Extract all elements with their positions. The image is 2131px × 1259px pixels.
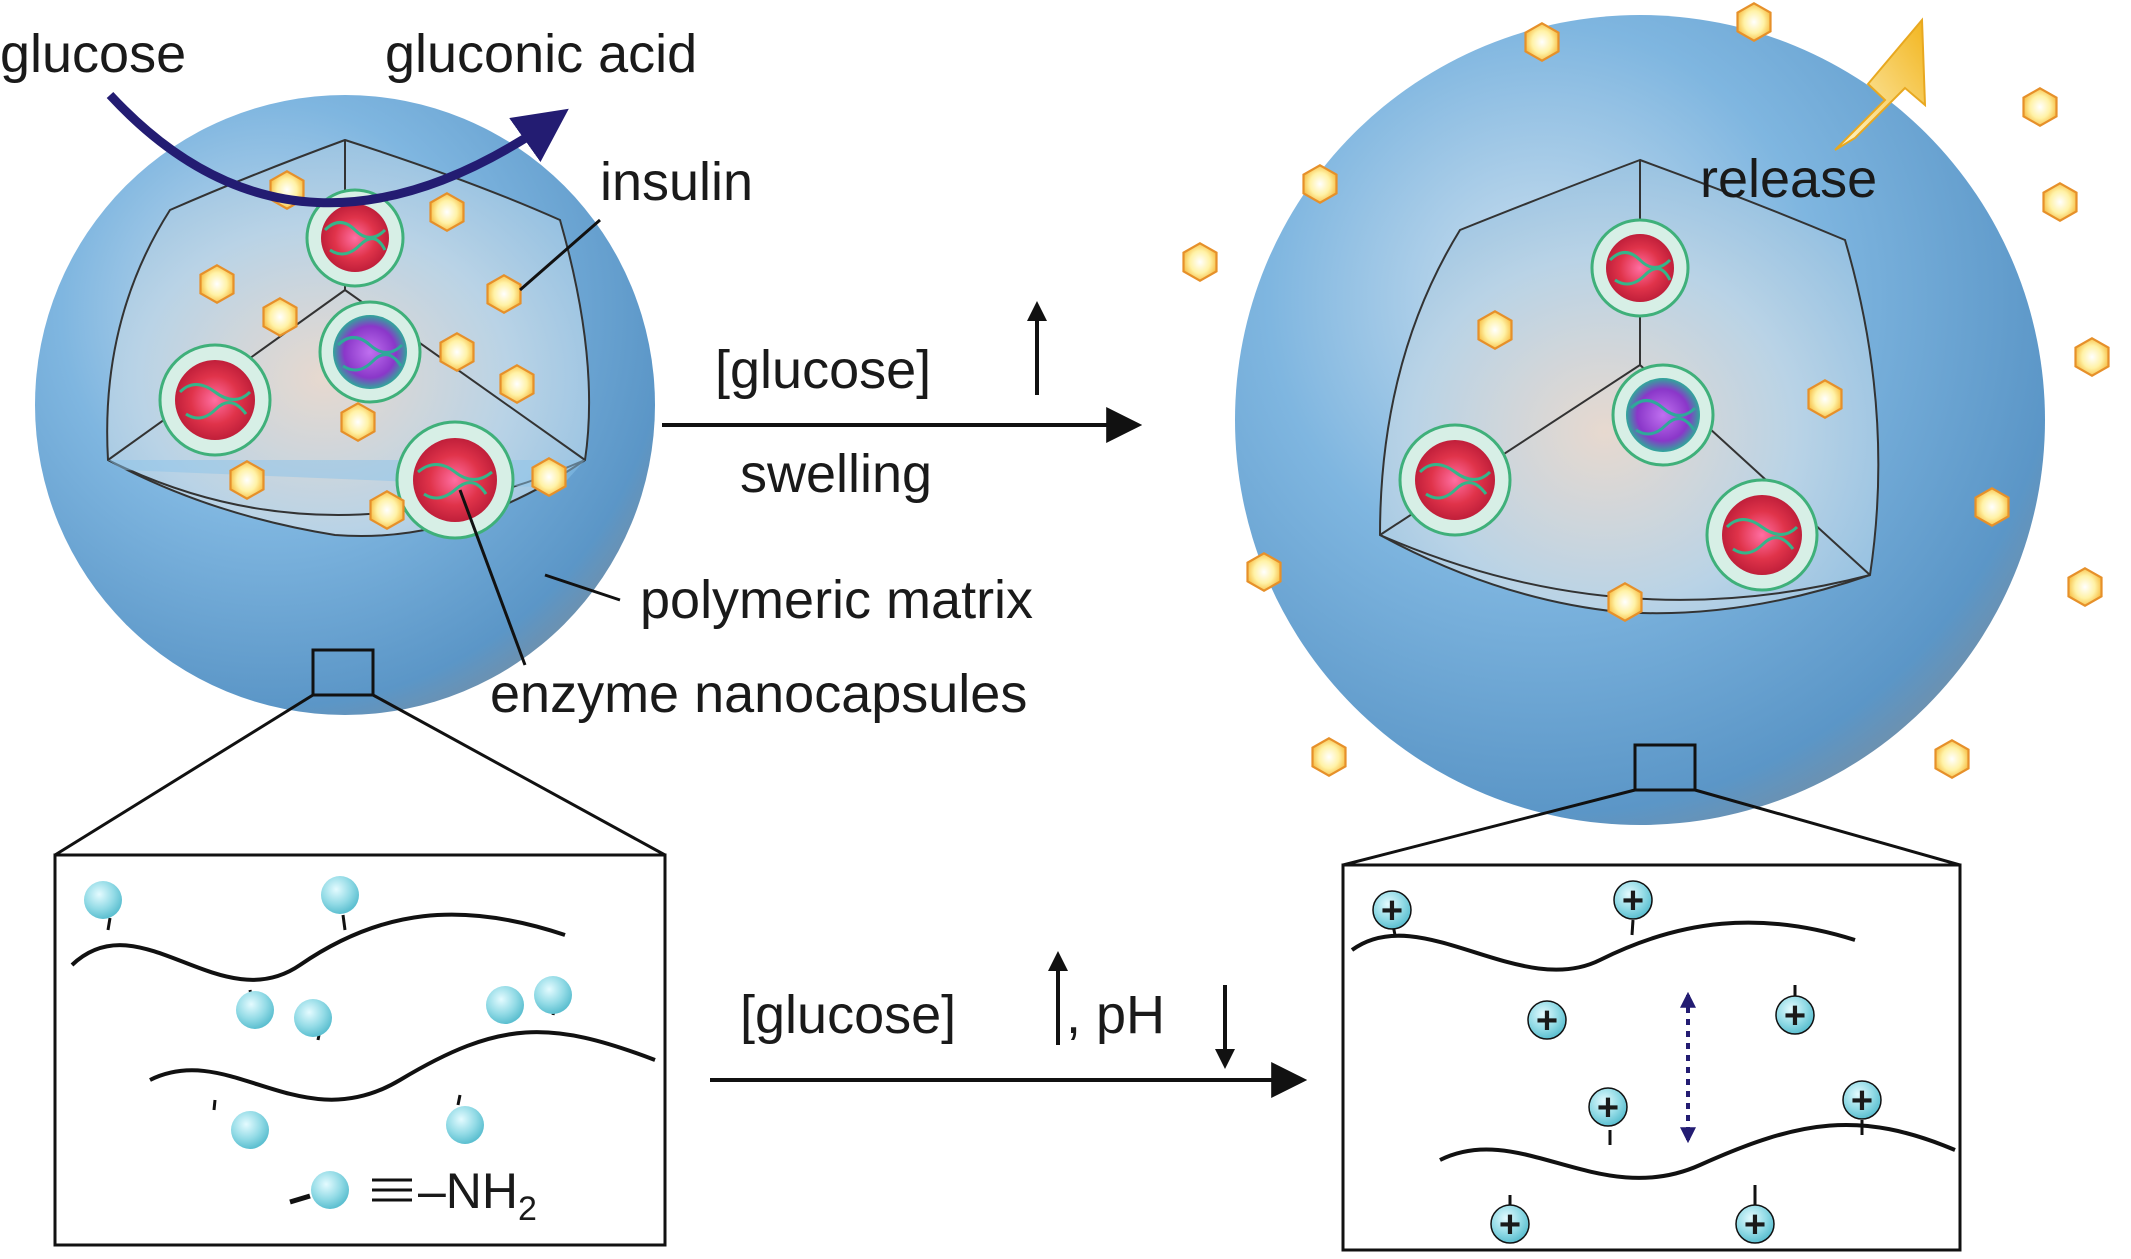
svg-text:+: +	[1499, 1204, 1521, 1246]
left-enzyme-nanocapsule-2	[158, 343, 272, 457]
label-swelling: swelling	[740, 444, 932, 504]
left-enzyme-nanocapsule-1	[305, 188, 405, 288]
protonated-chain-lower	[1439, 1122, 1956, 1180]
label-ph: , pH	[1066, 985, 1165, 1045]
left-polymer-inset: –NH2	[53, 853, 667, 1247]
right-enzyme-nanocapsule-1	[1590, 218, 1690, 318]
leader-insulin	[519, 218, 601, 292]
right-polymer-inset: + + + + + + + +	[1341, 863, 1962, 1252]
left-microgel-sphere	[35, 95, 655, 715]
left-enzyme-nanocapsule-3	[318, 300, 422, 404]
label-release: release	[1700, 149, 1877, 209]
right-enzyme-nanocapsule-3	[1398, 423, 1512, 537]
swelling-transition: [glucose] swelling	[662, 301, 1143, 504]
left-zoom-callout	[54, 648, 666, 857]
label-gluconic-acid: gluconic acid	[385, 24, 697, 84]
svg-text:+: +	[1622, 880, 1644, 922]
release-arrow-icon	[1834, 17, 1927, 151]
leader-polymeric-matrix	[544, 573, 621, 602]
label-enzyme-nanocapsules: enzyme nanocapsules	[490, 664, 1027, 724]
svg-text:+: +	[1784, 995, 1806, 1037]
polymer-chain-lower	[149, 1030, 656, 1102]
protonated-chain-upper	[1350, 920, 1856, 972]
svg-text:+: +	[1381, 890, 1403, 932]
left-enzyme-nanocapsule-4	[395, 420, 515, 540]
svg-text:+: +	[1851, 1080, 1873, 1122]
label-glucose-up-top: [glucose]	[715, 340, 931, 400]
right-enzyme-nanocapsule-2	[1611, 363, 1715, 467]
label-glucose: glucose	[0, 24, 186, 84]
svg-text:+: +	[1536, 1000, 1558, 1042]
glucose-oxidation-arrow	[106, 91, 569, 208]
amine-beads	[84, 876, 572, 1149]
label-insulin: insulin	[600, 152, 753, 212]
leader-enzyme-nanocapsules	[458, 489, 527, 666]
legend-nh2: –NH2	[418, 1163, 537, 1228]
right-enzyme-nanocapsule-4	[1705, 478, 1819, 592]
svg-text:+: +	[1597, 1087, 1619, 1129]
polymer-chain-upper	[70, 912, 566, 982]
protonated-amine-beads: + + + + + + + +	[1372, 880, 1882, 1246]
right-zoom-callout	[1342, 743, 1961, 867]
label-polymeric-matrix: polymeric matrix	[640, 570, 1033, 630]
svg-text:+: +	[1744, 1204, 1766, 1246]
amine-legend: –NH2	[289, 1163, 537, 1228]
label-glucose-ph: [glucose]	[740, 985, 956, 1045]
protonation-transition: [glucose] , pH	[710, 951, 1308, 1098]
